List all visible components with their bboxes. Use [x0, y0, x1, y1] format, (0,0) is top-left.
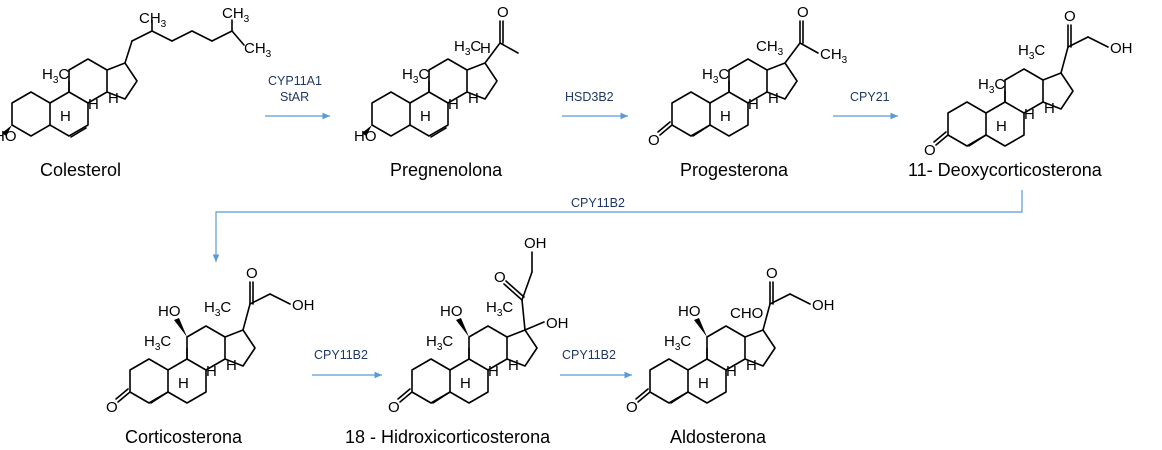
atom-ch3: CH3: [756, 38, 784, 58]
atom-o: O: [626, 399, 638, 416]
label-progesterona: Progesterona: [680, 160, 789, 180]
atom-h3c: H3C: [486, 299, 513, 319]
atom-h: H: [88, 96, 99, 113]
atom-ch3: CH3: [820, 46, 848, 66]
atom-h: H: [746, 357, 757, 374]
atom-o: O: [494, 269, 506, 286]
atom-h: H: [768, 90, 779, 107]
atom-oh: OH: [1110, 40, 1133, 57]
atom-h: H: [698, 375, 709, 392]
atom-h3c: H3C: [144, 333, 171, 353]
structure-progesterona: O O CH3 H3C CH3 H H H: [648, 4, 848, 149]
structure-pregnenolona: HO O H3C H3C H H H H: [354, 4, 519, 145]
atom-h: H: [448, 96, 459, 113]
enzyme-cpy11b2: CPY11B2: [562, 348, 616, 362]
atom-ch3: CH3: [222, 5, 250, 25]
atom-cho: CHO: [730, 305, 763, 322]
enzyme-cpy11b2: CPY11B2: [314, 348, 368, 362]
structure-colesterol: HO H3C CH3 CH3 CH3 H H H: [0, 5, 272, 145]
atom-h: H: [108, 90, 119, 107]
atom-ho: HO: [158, 303, 181, 320]
atom-h3c: H3C: [204, 299, 231, 319]
atom-h: H: [480, 40, 491, 57]
atom-o: O: [388, 399, 400, 416]
structure-corticosterona: O O OH HO H3C H3C H H H: [106, 265, 315, 416]
atom-ho: HO: [440, 303, 463, 320]
enzyme-cyp11a1: CYP11A1: [268, 74, 322, 88]
atom-h3c: H3C: [426, 333, 453, 353]
atom-h3c: H3C: [42, 66, 69, 86]
atom-o: O: [106, 399, 118, 416]
label-aldosterona: Aldosterona: [670, 427, 767, 447]
arrow-step-4: [212, 190, 1023, 262]
atom-h: H: [60, 108, 71, 125]
atom-h: H: [468, 90, 479, 107]
atom-o: O: [1064, 8, 1076, 25]
atom-h: H: [748, 96, 759, 113]
atom-oh: OH: [292, 297, 315, 314]
atom-o: O: [648, 132, 660, 149]
atom-h3c: H3C: [664, 333, 691, 353]
enzyme-star: StAR: [280, 90, 309, 104]
label-corticosterona: Corticosterona: [125, 427, 243, 447]
atom-h3c: H3C: [454, 38, 481, 58]
atom-o: O: [924, 142, 936, 159]
enzyme-hsd3b2: HSD3B2: [565, 90, 614, 104]
label-deoxycorticosterona: 11- Deoxycorticosterona: [908, 160, 1103, 180]
enzyme-cpy21: CPY21: [850, 90, 890, 104]
atom-h: H: [1044, 100, 1055, 117]
atom-h: H: [206, 363, 217, 380]
label-pregnenolona: Pregnenolona: [390, 160, 503, 180]
atom-h: H: [726, 363, 737, 380]
atom-h3c: H3C: [1018, 42, 1045, 62]
atom-ch3: CH3: [139, 10, 167, 30]
atom-h: H: [460, 375, 471, 392]
atom-h: H: [420, 108, 431, 125]
structure-hidroxicorticosterona: O OH OH O HO H3C H3C H H H: [388, 235, 569, 416]
atom-oh: OH: [524, 235, 547, 252]
atom-h: H: [508, 357, 519, 374]
atom-h: H: [996, 118, 1007, 135]
atom-o: O: [246, 265, 258, 282]
atom-h: H: [720, 108, 731, 125]
atom-h3c: H3C: [978, 76, 1005, 96]
atom-oh: OH: [812, 297, 835, 314]
atom-o: O: [497, 4, 509, 21]
atom-h: H: [1024, 106, 1035, 123]
atom-h3c: H3C: [702, 66, 729, 86]
atom-h: H: [488, 363, 499, 380]
structure-deoxycorticosterona: O O OH H3C H3C H H H: [924, 8, 1133, 159]
atom-oh: OH: [546, 315, 569, 332]
label-colesterol: Colesterol: [40, 160, 121, 180]
label-hidroxicorticosterona: 18 - Hidroxicorticosterona: [345, 427, 551, 447]
atom-h: H: [226, 357, 237, 374]
atom-h: H: [178, 375, 189, 392]
atom-o: O: [766, 265, 778, 282]
atom-ch3: CH3: [244, 40, 272, 60]
atom-ho: HO: [678, 303, 701, 320]
atom-ho: HO: [354, 128, 377, 145]
atom-o: O: [797, 4, 809, 21]
atom-ho: HO: [0, 128, 17, 145]
structure-aldosterona: O O OH HO H3C CHO H H H: [626, 265, 835, 416]
enzyme-cpy11b2: CPY11B2: [571, 196, 625, 210]
atom-h3c: H3C: [402, 66, 429, 86]
